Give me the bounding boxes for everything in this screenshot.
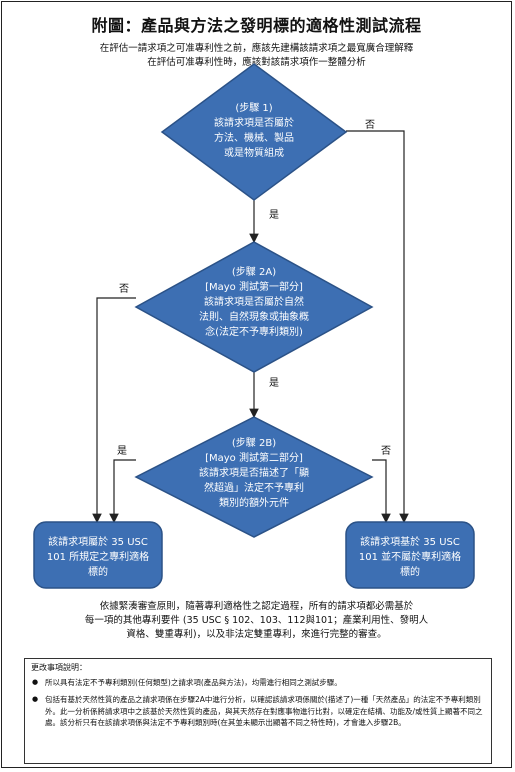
outcome-ineligible-line: 該請求項基於 35 USC bbox=[360, 535, 460, 548]
notes-item: 所以具有法定不予專利類別(任何類型)之請求項(產品與方法)，均需進行相同之測試步… bbox=[31, 677, 485, 689]
arrow-step2b-yes bbox=[109, 459, 136, 524]
step2b-line: (步驟 2B) bbox=[232, 437, 276, 449]
label-step2b-no: 否 bbox=[381, 445, 391, 457]
step1-line: 或是物質組成 bbox=[224, 146, 284, 159]
decision-step1: (步驟 1) 該請求項是否屬於 方法、機械、製品 或是物質組成 bbox=[160, 63, 348, 201]
arrow-step2b-no bbox=[372, 459, 391, 524]
label-step2a-no: 否 bbox=[119, 283, 129, 295]
intro-text: 在評估一請求項之可准專利性之前，應該先建構該請求項之最寬廣合理解釋 在評估可准專… bbox=[22, 42, 491, 70]
conclusion-line: 資格、雙重專利)，以及非法定雙重專利，來進行完整的審查。 bbox=[126, 629, 387, 640]
step2b-line: 類別的額外元件 bbox=[219, 496, 289, 509]
arrow-step2a-no bbox=[92, 297, 136, 524]
step2b-line: 該請求項是否描述了「顯 bbox=[199, 466, 309, 479]
notes-list: 所以具有法定不予專利類別(任何類型)之請求項(產品與方法)，均需進行相同之測試步… bbox=[31, 677, 485, 729]
intro-line: 在評估一請求項之可准專利性之前，應該先建構該請求項之最寬廣合理解釋 bbox=[99, 43, 414, 54]
decision-step2b: (步驟 2B) [Mayo 測試第二部分] 該請求項是否描述了「顯 然超過」法定… bbox=[134, 416, 374, 538]
step2b-line: [Mayo 測試第二部分] bbox=[205, 451, 303, 464]
decision-step2a: (步驟 2A) [Mayo 測試第一部分] 該請求項是否屬於自然 法則、自然現象… bbox=[134, 241, 374, 373]
connectors bbox=[92, 130, 409, 524]
notes-box: 更改事項說明： 所以具有法定不予專利類別(任何類型)之請求項(產品與方法)，均需… bbox=[24, 658, 492, 764]
outcome-eligible-box: 該請求項屬於 35 USC 101 所規定之專利適格 標的 bbox=[33, 521, 163, 589]
flowchart: (步驟 1) 該請求項是否屬於 方法、機械、製品 或是物質組成 (步驟 2A) … bbox=[33, 63, 475, 589]
step2a-line: 該請求項是否屬於自然 bbox=[204, 295, 304, 308]
label-step1-yes: 是 bbox=[269, 209, 279, 221]
conclusion-line: 依據緊湊審查原則，隨著專利適格性之認定過程，所有的請求項都必需基於 bbox=[99, 601, 414, 612]
outcome-eligible-line: 101 所規定之專利適格 bbox=[47, 550, 149, 563]
intro-line: 在評估可准專利性時，應該對該請求項作一整體分析 bbox=[147, 57, 366, 68]
notes-item: 包括有基於天然性質的產品之請求項係在步驟2A中進行分析，以確認該請求項係關於(描… bbox=[31, 694, 485, 729]
label-step2a-yes: 是 bbox=[269, 377, 279, 389]
step1-line: (步驟 1) bbox=[235, 102, 272, 114]
page-title: 附圖：產品與方法之發明標的適格性測試流程 bbox=[91, 16, 422, 35]
outcome-ineligible-box: 該請求項基於 35 USC 101 並不屬於專利適格 標的 bbox=[345, 521, 475, 589]
conclusion-text: 依據緊湊審查原則，隨著專利適格性之認定過程，所有的請求項都必需基於 每一項的其他… bbox=[42, 600, 471, 642]
outcome-eligible-line: 標的 bbox=[88, 565, 108, 578]
step1-line: 方法、機械、製品 bbox=[214, 131, 294, 144]
label-step2b-yes: 是 bbox=[117, 445, 127, 457]
conclusion-line: 每一項的其他專利要件 (35 USC § 102、103、112與101；產業利… bbox=[84, 615, 429, 626]
label-step1-no: 否 bbox=[365, 119, 375, 131]
step2a-line: [Mayo 測試第一部分] bbox=[205, 280, 303, 293]
step1-line: 該請求項是否屬於 bbox=[214, 116, 294, 129]
notes-heading: 更改事項說明： bbox=[31, 663, 87, 672]
step2a-line: (步驟 2A) bbox=[232, 266, 276, 278]
outcome-ineligible-line: 標的 bbox=[400, 565, 420, 578]
outcome-eligible-line: 該請求項屬於 35 USC bbox=[48, 535, 148, 548]
step2a-line: 念(法定不予專利類別) bbox=[205, 325, 303, 338]
step2a-line: 法則、自然現象或抽象概 bbox=[199, 310, 309, 323]
step2b-line: 然超過」法定不予專利 bbox=[204, 481, 304, 494]
arrow-step1-no bbox=[346, 130, 409, 524]
outcome-ineligible-line: 101 並不屬於專利適格 bbox=[359, 550, 461, 563]
